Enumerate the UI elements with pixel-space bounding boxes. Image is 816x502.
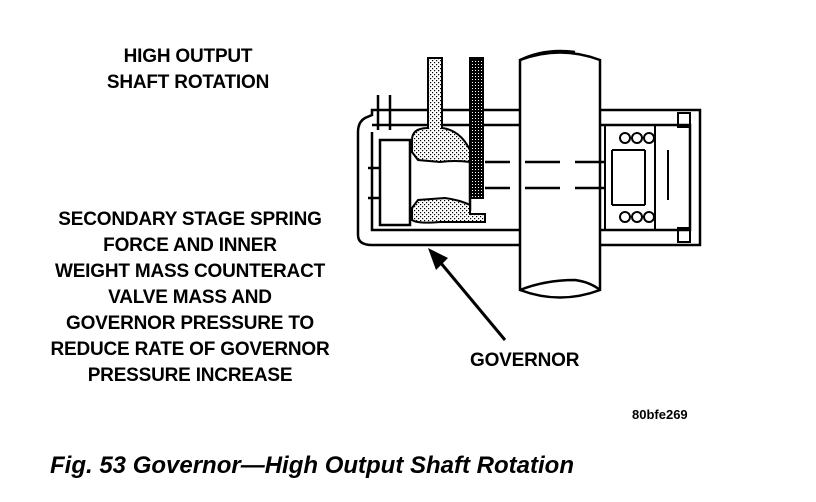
shaft-bore-dashes (485, 160, 605, 190)
governor-arrow (428, 248, 507, 341)
title-label: HIGH OUTPUT SHAFT ROTATION (78, 44, 298, 96)
description-line: FORCE AND INNER (103, 235, 277, 256)
description-line: GOVERNOR PRESSURE TO (66, 313, 314, 334)
pressure-tube (376, 95, 392, 130)
output-shaft (518, 49, 602, 299)
governor-label: GOVERNOR (470, 350, 580, 371)
description-line: PRESSURE INCREASE (87, 365, 293, 386)
description-line: SECONDARY STAGE SPRING (58, 209, 322, 230)
description-label: SECONDARY STAGE SPRING FORCE AND INNER W… (20, 207, 360, 389)
reference-code: 80bfe269 (632, 407, 688, 422)
title-line: HIGH OUTPUT (123, 46, 253, 67)
governor-valve (411, 57, 486, 224)
figure-caption: Fig. 53 Governor—High Output Shaft Rotat… (50, 452, 574, 479)
title-line: SHAFT ROTATION (106, 72, 270, 93)
description-line: REDUCE RATE OF GOVERNOR (50, 339, 330, 360)
description-line: WEIGHT MASS COUNTERACT (54, 261, 326, 282)
bearing-assembly (604, 112, 691, 243)
description-line: VALVE MASS AND (108, 287, 272, 308)
